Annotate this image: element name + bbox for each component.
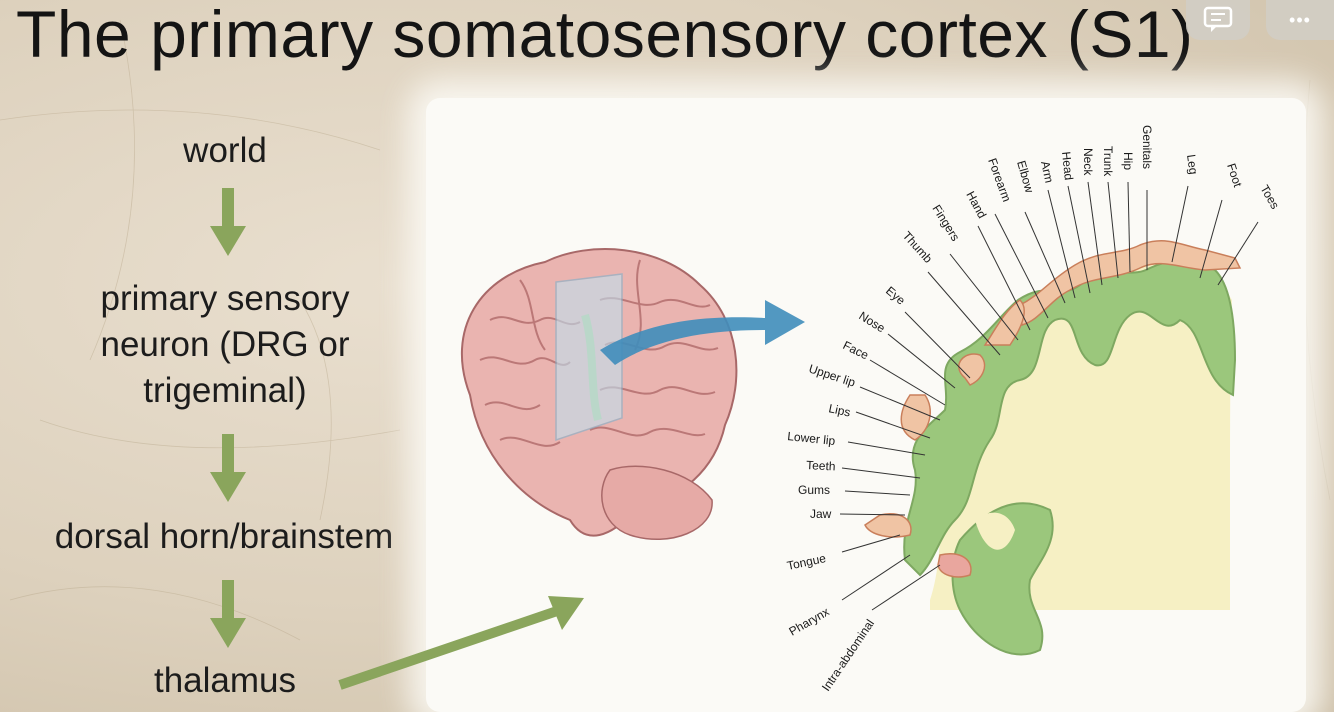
label-arm: Arm [1038, 160, 1056, 184]
label-trunk: Trunk [1101, 146, 1115, 177]
label-face: Face [841, 338, 871, 362]
label-genitals: Genitals [1140, 125, 1154, 169]
brain-illustration [462, 249, 737, 539]
label-leg: Leg [1184, 153, 1201, 175]
label-eye: Eye [883, 284, 908, 308]
label-forearm: Forearm [985, 156, 1014, 203]
label-upper-lip: Upper lip [807, 362, 857, 390]
label-hip: Hip [1121, 152, 1135, 170]
thalamus-arrow-icon [340, 596, 584, 685]
label-teeth: Teeth [806, 458, 836, 474]
label-elbow: Elbow [1014, 159, 1037, 195]
more-options-button[interactable]: ••• [1266, 0, 1334, 40]
comment-button[interactable] [1186, 0, 1250, 40]
label-pharynx: Pharynx [787, 604, 832, 638]
label-tongue: Tongue [786, 551, 828, 573]
more-icon: ••• [1289, 10, 1311, 31]
comment-icon [1202, 6, 1234, 34]
label-toes: Toes [1257, 183, 1282, 212]
label-jaw: Jaw [810, 507, 832, 521]
label-fingers: Fingers [929, 202, 962, 243]
label-thumb: Thumb [900, 229, 936, 266]
label-intra-abdominal: Intra-abdominal [819, 617, 877, 694]
label-hand: Hand [963, 189, 989, 221]
homunculus-lower-labels: Eye Nose Face Upper lip Lips Lower lip T… [786, 284, 908, 694]
label-nose: Nose [856, 309, 887, 336]
label-foot: Foot [1224, 162, 1245, 190]
label-gums: Gums [798, 483, 830, 497]
cortex-section [904, 261, 1235, 654]
homunculus-upper-labels: Genitals Toes Foot Leg Hip Trunk Neck He… [900, 125, 1282, 266]
label-head: Head [1059, 151, 1076, 181]
label-lips: Lips [827, 401, 851, 419]
label-neck: Neck [1081, 148, 1095, 176]
label-lower-lip: Lower lip [787, 429, 837, 448]
